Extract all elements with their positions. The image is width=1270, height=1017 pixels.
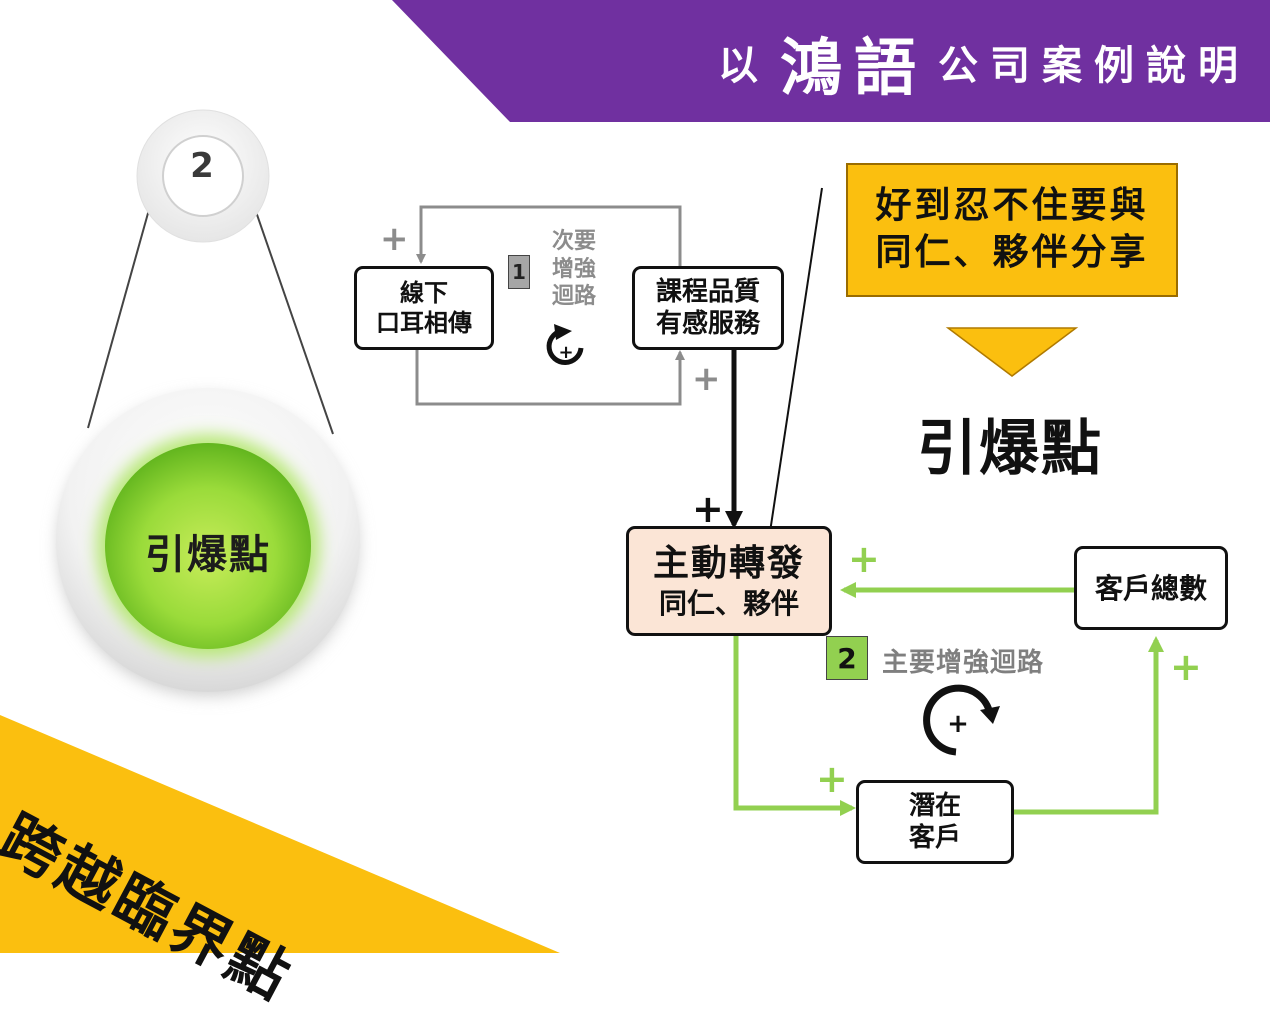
polarity-sign: + [1170, 645, 1202, 689]
down-arrow-icon [945, 327, 1079, 377]
polarity-sign: + [692, 487, 724, 531]
polarity-sign: + [848, 537, 880, 581]
svg-text:+: + [947, 709, 969, 739]
svg-text:+: + [558, 342, 573, 363]
node-course-quality-line1: 課程品質 [655, 276, 760, 307]
share-note-line2: 同仁、夥伴分享 [875, 232, 1149, 273]
title-brand: 鴻語 [779, 31, 928, 104]
node-potential-customers: 潛在 客戶 [856, 780, 1014, 864]
tipping-point-heading: 引爆點 [917, 414, 1103, 484]
tipping-point-label: 引爆點 [145, 532, 271, 578]
note-pointer-line [769, 187, 823, 533]
polarity-sign: + [816, 757, 848, 801]
share-note: 好到忍不住要與 同仁、夥伴分享 [846, 163, 1178, 297]
secondary-loop-number: 1 [508, 255, 530, 289]
node-active-forward: 主動轉發 同仁、夥伴 [626, 526, 832, 636]
primary-loop-wires [733, 582, 1164, 816]
node-potential-customers-line2: 客戶 [908, 823, 961, 853]
title-suffix: 公司案例說明 [938, 43, 1250, 89]
secondary-loop-label-line3: 迴路 [552, 284, 597, 309]
primary-loop-icon: + [923, 684, 1000, 756]
primary-loop-number: 2 [826, 636, 868, 680]
polarity-sign: + [692, 359, 721, 399]
node-word-of-mouth: 線下 口耳相傳 [354, 266, 494, 350]
step-graphic [56, 109, 360, 696]
secondary-loop-label-line2: 增強 [552, 256, 597, 282]
secondary-loop-label: 次要 增強 迴路 [552, 228, 596, 311]
node-total-customers-line1: 客戶總數 [1094, 571, 1207, 605]
page-title: 以 鴻語 公司案例說明 [470, 22, 1250, 104]
corner-yellow-triangle [0, 715, 560, 953]
title-prefix: 以 [717, 43, 770, 89]
diagram-connectors: + + [415, 187, 1164, 816]
step-number: 2 [190, 146, 214, 186]
node-word-of-mouth-line2: 口耳相傳 [376, 309, 472, 337]
node-active-forward-line2: 同仁、夥伴 [658, 587, 799, 620]
secondary-loop-wires [415, 205, 685, 406]
node-course-quality-line2: 有感服務 [655, 309, 760, 339]
secondary-loop-label-line1: 次要 [552, 229, 597, 254]
node-potential-customers-line1: 潛在 [908, 790, 961, 821]
share-note-line1: 好到忍不住要與 [875, 185, 1149, 227]
polarity-sign: + [380, 219, 409, 259]
node-total-customers: 客戶總數 [1074, 546, 1228, 630]
node-active-forward-line1: 主動轉發 [652, 543, 805, 584]
secondary-loop-icon: + [546, 324, 584, 365]
title-banner [392, 0, 1270, 122]
primary-loop-label: 主要增強迴路 [882, 648, 1045, 678]
node-word-of-mouth-line1: 線下 [400, 279, 448, 307]
node-course-quality: 課程品質 有感服務 [632, 266, 784, 350]
